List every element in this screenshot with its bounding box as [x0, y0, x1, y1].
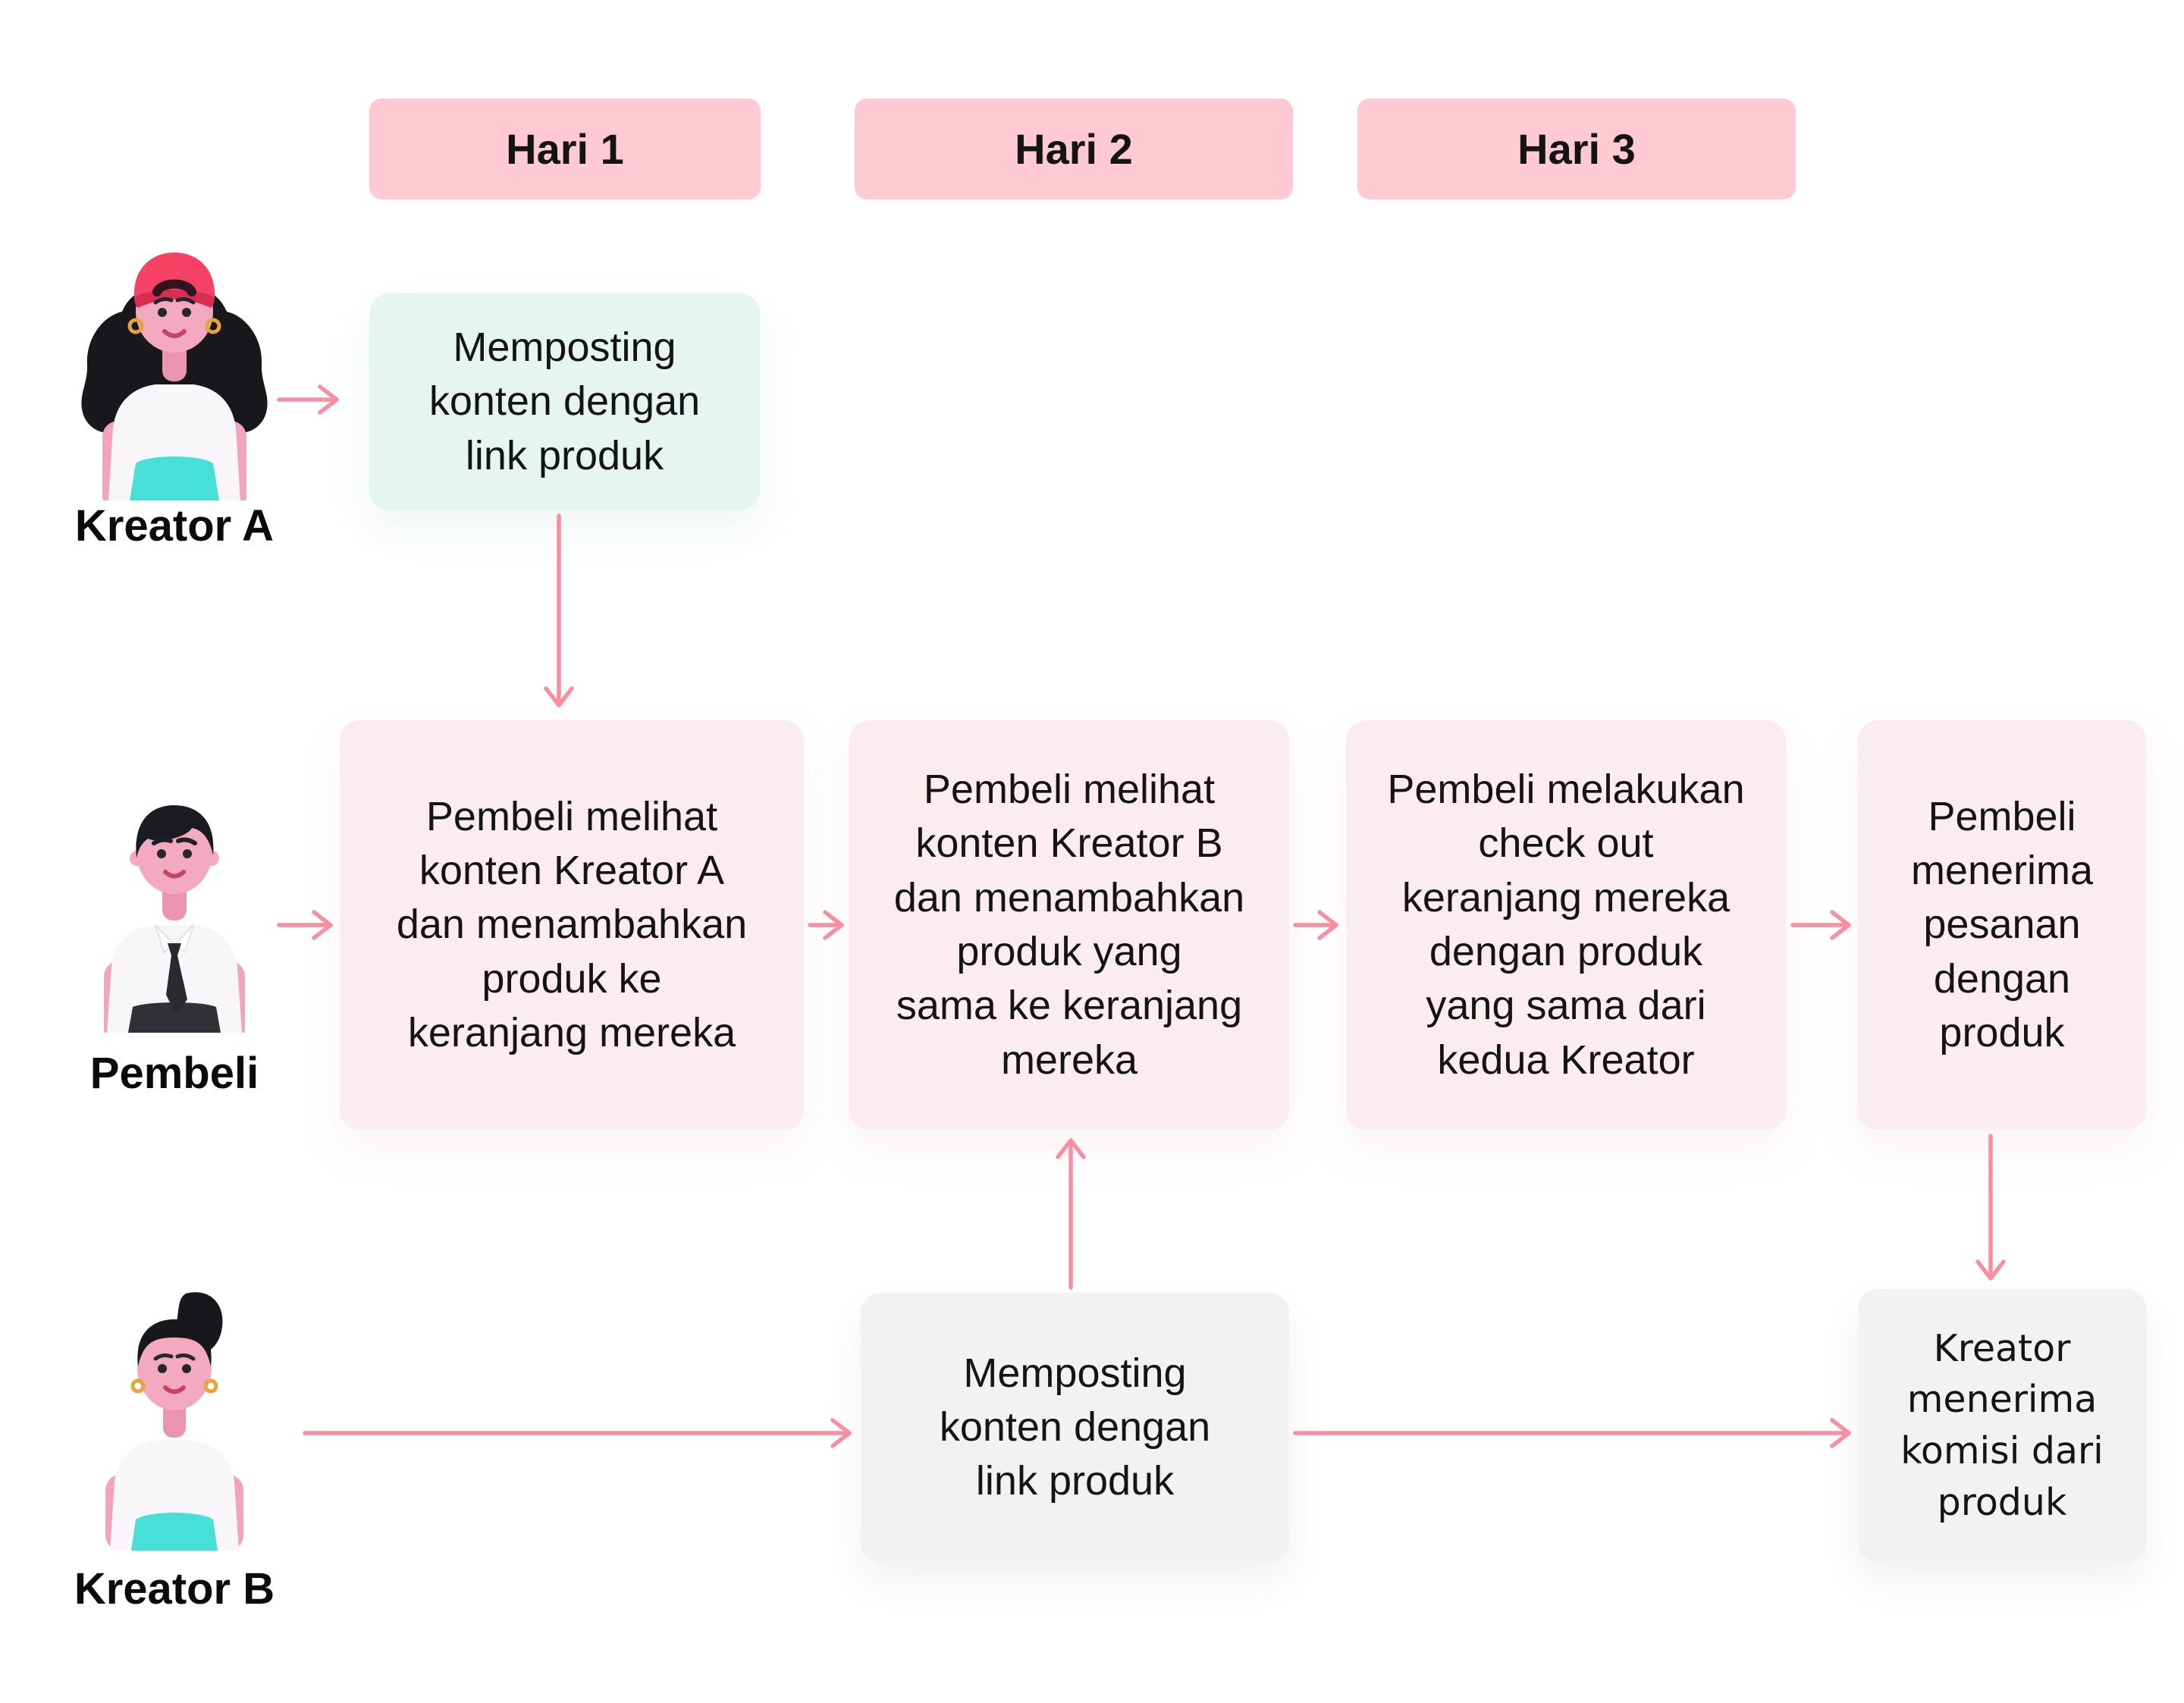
step-pembeli-receive: Pembeli menerima pesanan dengan produk	[1858, 720, 2146, 1130]
pembeli-label: Pembeli	[89, 1049, 259, 1098]
day-header-1: Hari 1	[369, 99, 761, 199]
step-pembeli-day3: Pembeli melakukan check out keranjang me…	[1346, 720, 1786, 1130]
step-pembeli-day3-text: Pembeli melakukan check out keranjang me…	[1387, 767, 1745, 1083]
kreator-a-avatar	[81, 252, 268, 500]
step-kreator-commission-text: Kreator menerima komisi dari produk	[1900, 1326, 2104, 1524]
step-kreator-a-post-text: Memposting konten dengan link produk	[428, 325, 701, 478]
day-header-3: Hari 3	[1357, 99, 1796, 199]
day-header-2: Hari 2	[855, 99, 1293, 199]
step-kreator-commission: Kreator menerima komisi dari produk	[1858, 1289, 2146, 1562]
day-header-1-label: Hari 1	[506, 125, 624, 173]
kreator-b-label: Kreator B	[74, 1564, 275, 1614]
step-pembeli-day1-text: Pembeli melihat konten Kreator A dan men…	[396, 793, 748, 1055]
step-kreator-b-post: Memposting konten dengan link produk	[861, 1293, 1289, 1562]
day-header-3-label: Hari 3	[1517, 125, 1636, 173]
step-pembeli-day2-text: Pembeli melihat konten Kreator B dan men…	[893, 767, 1245, 1083]
step-pembeli-day1: Pembeli melihat konten Kreator A dan men…	[340, 720, 804, 1130]
step-pembeli-receive-text: Pembeli menerima pesanan dengan produk	[1910, 793, 2094, 1055]
step-pembeli-day2: Pembeli melihat konten Kreator B dan men…	[849, 720, 1289, 1130]
step-kreator-b-post-text: Memposting konten dengan link produk	[939, 1350, 1211, 1504]
day-header-2-label: Hari 2	[1015, 125, 1133, 173]
pembeli-avatar	[104, 805, 245, 1033]
step-kreator-a-post: Memposting konten dengan link produk	[369, 293, 760, 510]
kreator-b-avatar	[105, 1292, 243, 1551]
kreator-a-label: Kreator A	[74, 501, 275, 550]
